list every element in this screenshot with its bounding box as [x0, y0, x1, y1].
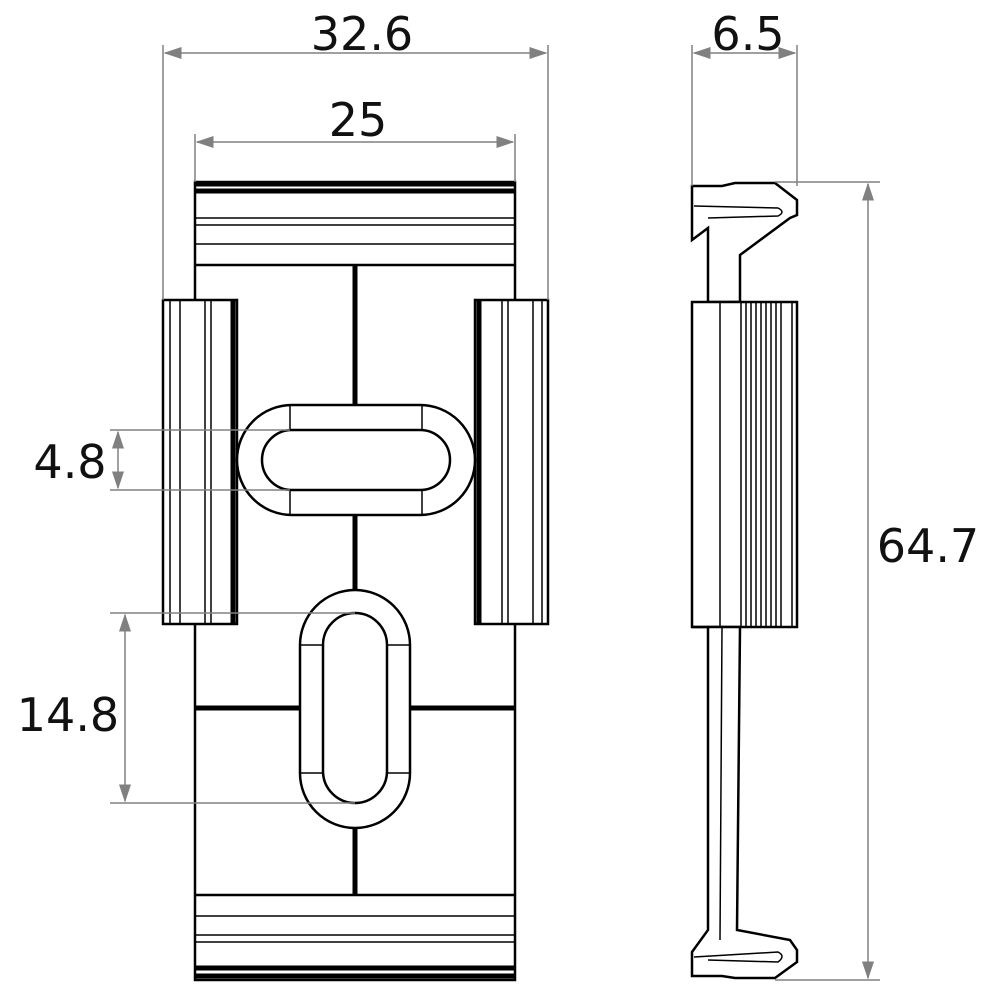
center-lines	[195, 265, 515, 895]
dimension-depth: 6.5	[691, 7, 798, 186]
bottom-rails	[195, 893, 515, 979]
vertical-slot	[298, 588, 412, 830]
dimension-inner-width: 25	[194, 93, 516, 182]
front-view	[161, 180, 550, 982]
dimension-height: 64.7	[775, 181, 979, 981]
side-ribbing	[719, 302, 793, 627]
overall-width-label: 32.6	[311, 7, 413, 61]
horizontal-slot	[235, 403, 477, 517]
depth-label: 6.5	[711, 7, 784, 61]
right-grip	[473, 298, 550, 626]
height-label: 64.7	[877, 519, 979, 573]
dimension-overall-width: 32.6	[162, 7, 549, 300]
slot-horizontal-label: 4.8	[33, 435, 106, 489]
inner-width-label: 25	[329, 93, 388, 147]
side-grip	[690, 300, 799, 629]
side-view	[690, 181, 799, 980]
dimension-slot-vertical: 14.8	[17, 612, 355, 804]
left-grip	[161, 298, 239, 626]
dimension-slot-horizontal: 4.8	[33, 429, 290, 491]
slot-vertical-label: 14.8	[17, 688, 119, 742]
